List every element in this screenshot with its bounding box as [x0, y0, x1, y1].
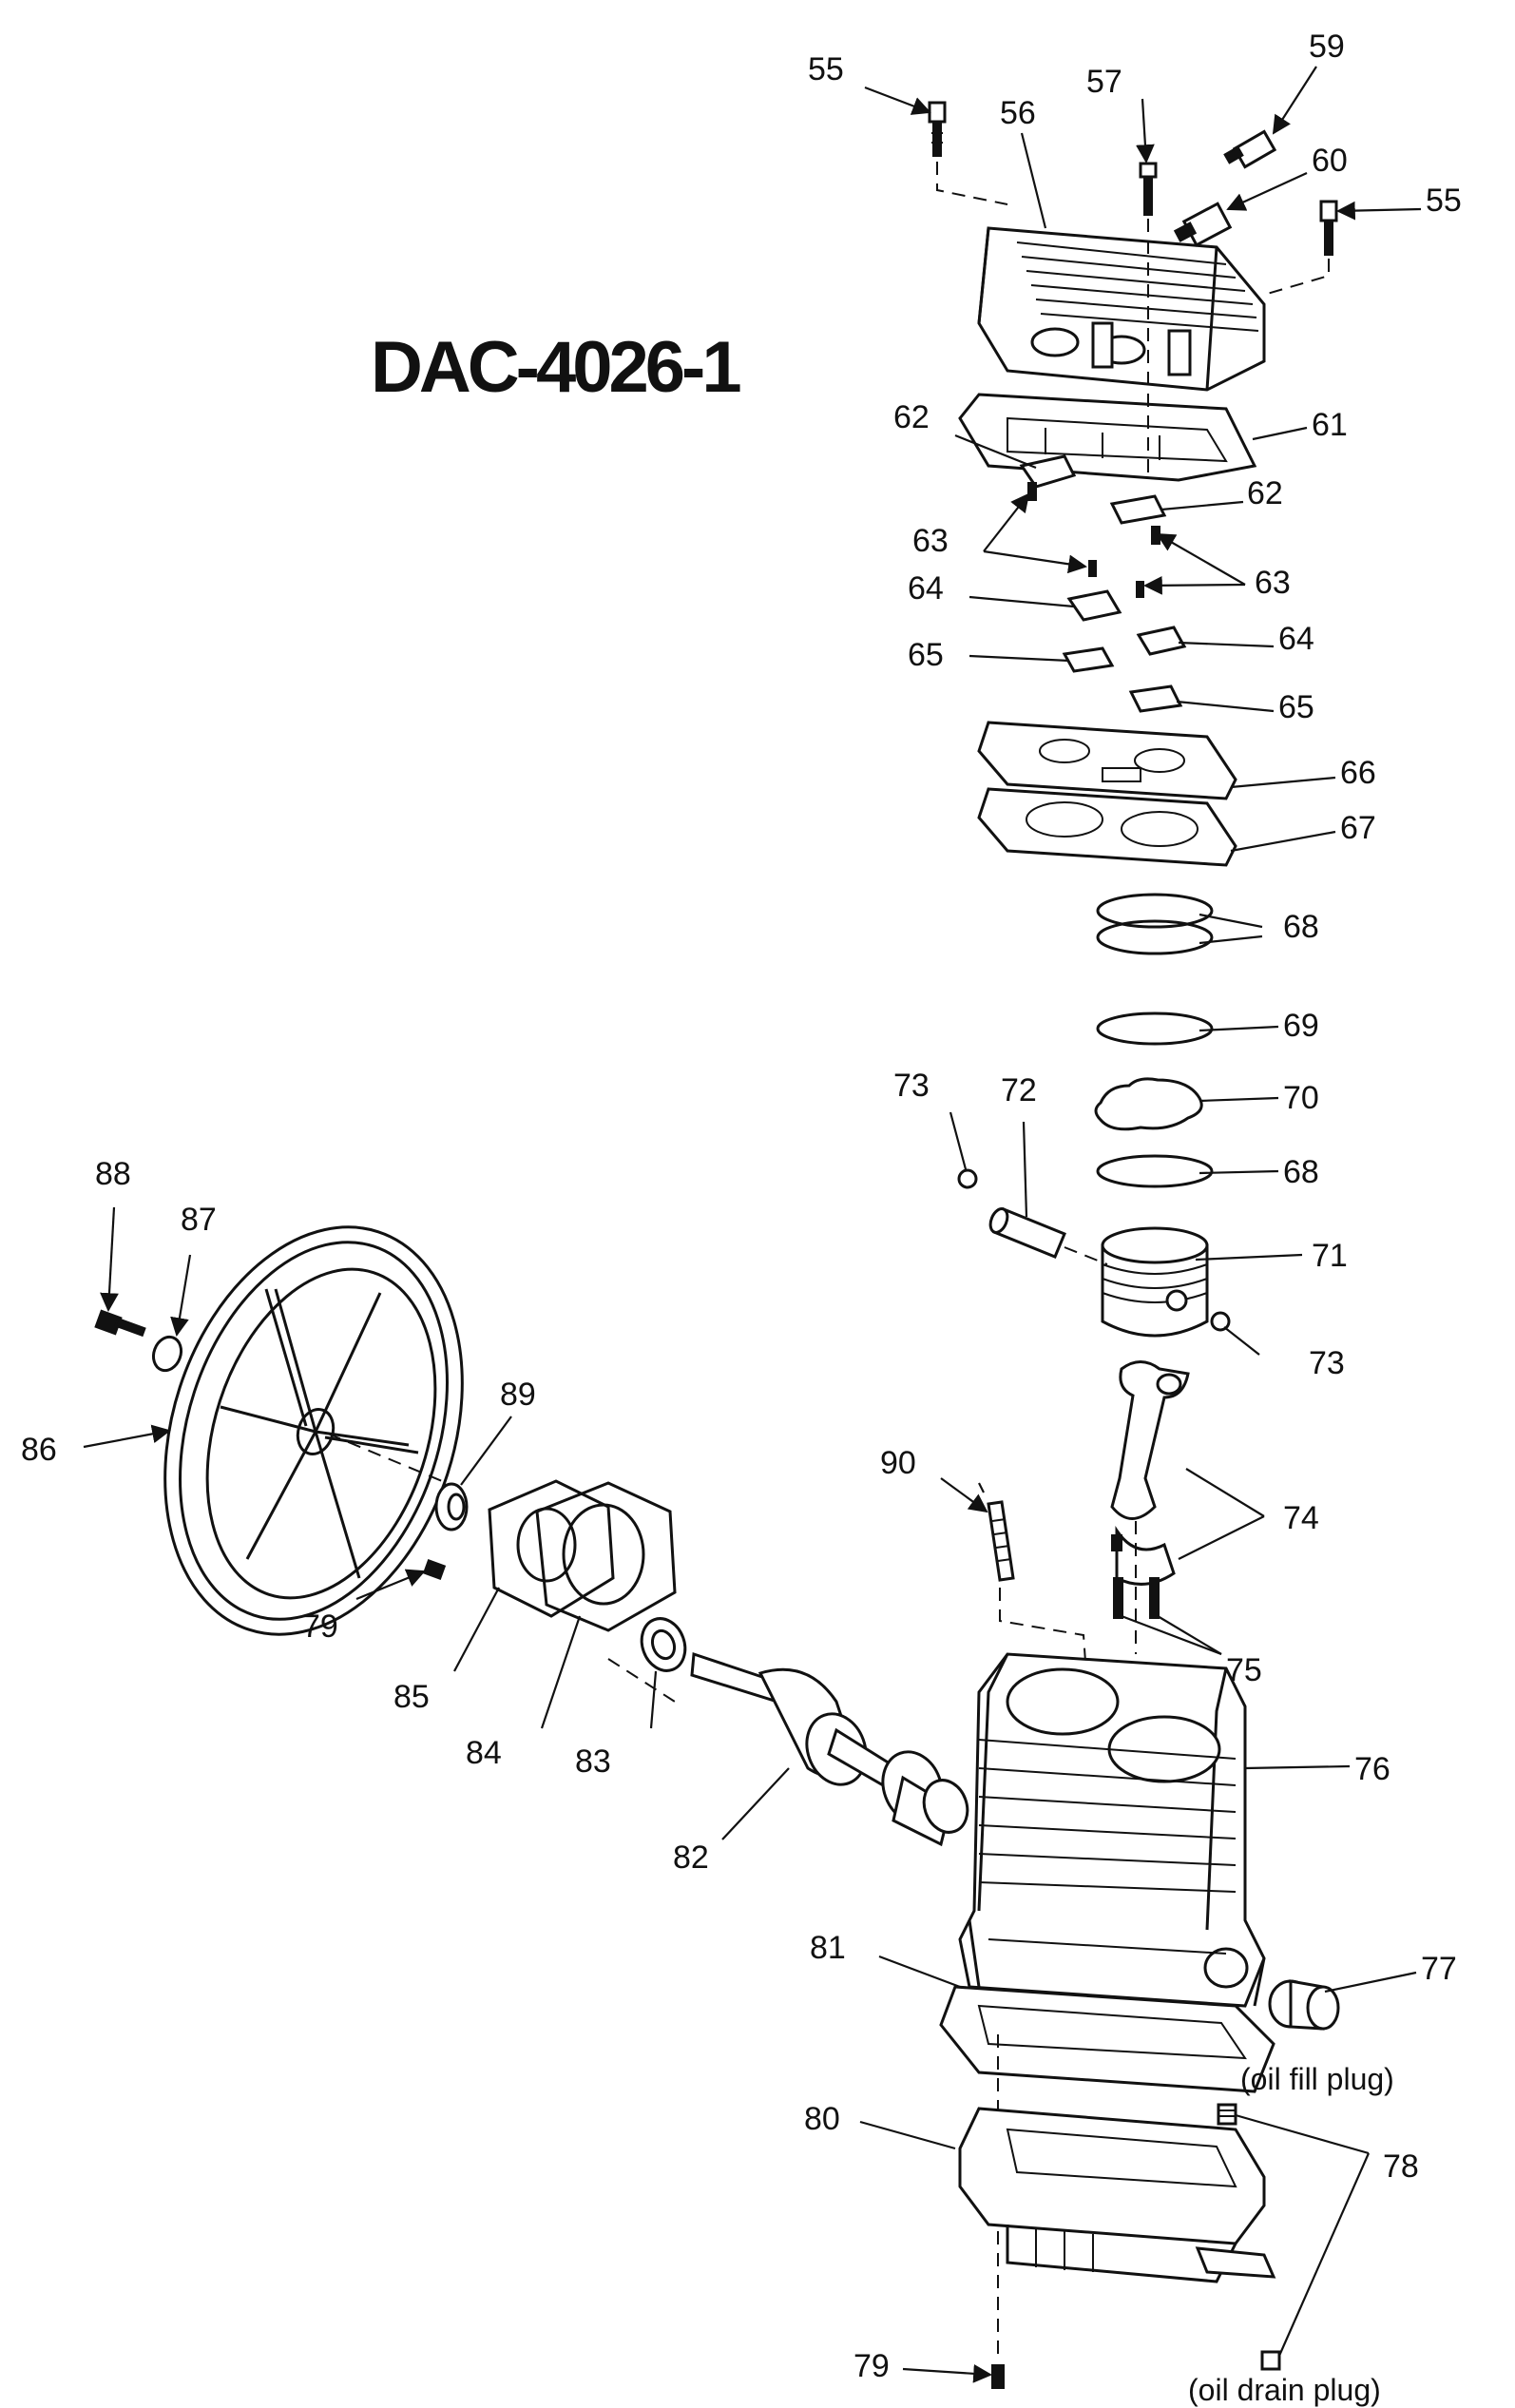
piston-rings-68-top: [1096, 893, 1214, 955]
callout-75: 75: [1226, 1652, 1262, 1688]
callout-59: 59: [1309, 29, 1345, 65]
callout-73-right: 73: [1309, 1345, 1345, 1381]
callout-64-right: 64: [1278, 621, 1314, 657]
callout-65-left: 65: [908, 637, 944, 673]
crankcase-76: [958, 1652, 1266, 2008]
connecting-rod-74: [1110, 1360, 1190, 1586]
oil-seal-89: [434, 1482, 469, 1531]
roller-bearing-83: [640, 1617, 687, 1672]
screw-79-cover: [422, 1559, 447, 1580]
callout-90: 90: [880, 1445, 916, 1481]
callout-82: 82: [673, 1840, 709, 1876]
bolt-88: [94, 1309, 146, 1338]
crankshaft-82: [690, 1651, 969, 1847]
callout-80: 80: [804, 2101, 840, 2137]
valve-keeper-64-right: [1136, 626, 1187, 656]
callout-55-right: 55: [1426, 183, 1462, 219]
callout-67: 67: [1340, 810, 1376, 846]
callout-68-top: 68: [1283, 909, 1319, 945]
piston-ring-68-lower: [1096, 1154, 1214, 1188]
valve-plate-insert-65-right: [1128, 684, 1183, 713]
callout-81: 81: [810, 1930, 846, 1966]
piston-ring-69: [1096, 1011, 1214, 1046]
safety-valve-59: [1223, 129, 1277, 169]
breather-cap-77: [1268, 1979, 1340, 2031]
callout-73-left: 73: [893, 1068, 930, 1104]
callout-89: 89: [500, 1377, 536, 1413]
head-gasket-61: [958, 393, 1257, 482]
cap-screw-75-b: [1149, 1577, 1160, 1619]
callout-79-base: 79: [853, 2348, 890, 2384]
callout-74: 74: [1283, 1500, 1319, 1536]
cylinder-head-56: [977, 226, 1266, 392]
valve-reed-62-right: [1109, 494, 1167, 525]
valve-reed-62-left: [1019, 454, 1077, 489]
callout-62-left: 62: [893, 399, 930, 435]
fitting-60: [1173, 202, 1233, 247]
screw-63-c: [1088, 560, 1097, 577]
diagram-title: DAC-4026-1: [371, 327, 740, 408]
callout-63-right: 63: [1255, 565, 1291, 601]
oil-drain-plug-78: [1260, 2350, 1281, 2371]
leader-lines: [83, 66, 1422, 2383]
callout-56: 56: [1000, 95, 1036, 131]
cylinder-gasket-67: [977, 787, 1237, 867]
callout-labels: 55 56 57 59 60 55 61 62 62 63 63 64 64 6…: [21, 29, 1462, 2384]
callout-62-right: 62: [1247, 475, 1283, 511]
retainer-73-left: [957, 1168, 978, 1189]
cap-screw-75-a: [1113, 1577, 1123, 1619]
callout-57: 57: [1086, 64, 1122, 100]
callout-61: 61: [1312, 407, 1348, 443]
callout-78: 78: [1383, 2148, 1419, 2185]
valve-plate-66: [977, 721, 1237, 800]
screw-63-d: [1136, 581, 1144, 598]
callout-79-cover: 79: [302, 1609, 338, 1645]
callout-76: 76: [1354, 1751, 1390, 1787]
oil-fill-plug-78: [1217, 2103, 1237, 2126]
callout-88: 88: [95, 1156, 131, 1192]
callout-72: 72: [1001, 1072, 1037, 1108]
callout-84: 84: [466, 1735, 502, 1771]
oil-drain-plug-note: (oil drain plug): [1188, 2373, 1381, 2407]
callout-64-left: 64: [908, 570, 944, 607]
callout-69: 69: [1283, 1008, 1319, 1044]
callout-70: 70: [1283, 1080, 1319, 1116]
expander-ring-70: [1094, 1077, 1203, 1131]
piston-71: [1101, 1226, 1209, 1338]
callout-77: 77: [1421, 1951, 1457, 1987]
callout-60: 60: [1312, 143, 1348, 179]
bolt-55-left: [928, 101, 947, 157]
callout-87: 87: [181, 1202, 217, 1238]
dowel-pin-90: [987, 1500, 1015, 1582]
oil-fill-plug-note: (oil fill plug): [1240, 2062, 1394, 2096]
crankcase-base-80: [958, 2107, 1276, 2283]
valve-keeper-64-left: [1066, 589, 1122, 622]
callout-85: 85: [393, 1679, 430, 1715]
callout-55-left: 55: [808, 51, 844, 87]
callout-71: 71: [1312, 1238, 1348, 1274]
callout-63-left: 63: [912, 523, 949, 559]
screw-63-a: [1027, 482, 1037, 501]
flywheel-86: [163, 1225, 464, 1636]
callout-68-lower: 68: [1283, 1154, 1319, 1190]
callout-65-right: 65: [1278, 689, 1314, 725]
retainer-73-right: [1210, 1311, 1231, 1332]
bolt-57: [1139, 162, 1158, 216]
callout-86: 86: [21, 1432, 57, 1468]
callout-83: 83: [575, 1743, 611, 1780]
wrist-pin-72: [988, 1207, 1066, 1259]
bearing-cover-85: [488, 1479, 615, 1618]
base-gasket-81: [939, 1985, 1275, 2093]
valve-plate-insert-65-left: [1062, 646, 1115, 673]
callout-66: 66: [1340, 755, 1376, 791]
cover-gasket-84: [535, 1481, 677, 1632]
washer-87: [151, 1335, 183, 1373]
bolt-79-base: [991, 2364, 1005, 2389]
bolt-55-right: [1319, 200, 1338, 256]
